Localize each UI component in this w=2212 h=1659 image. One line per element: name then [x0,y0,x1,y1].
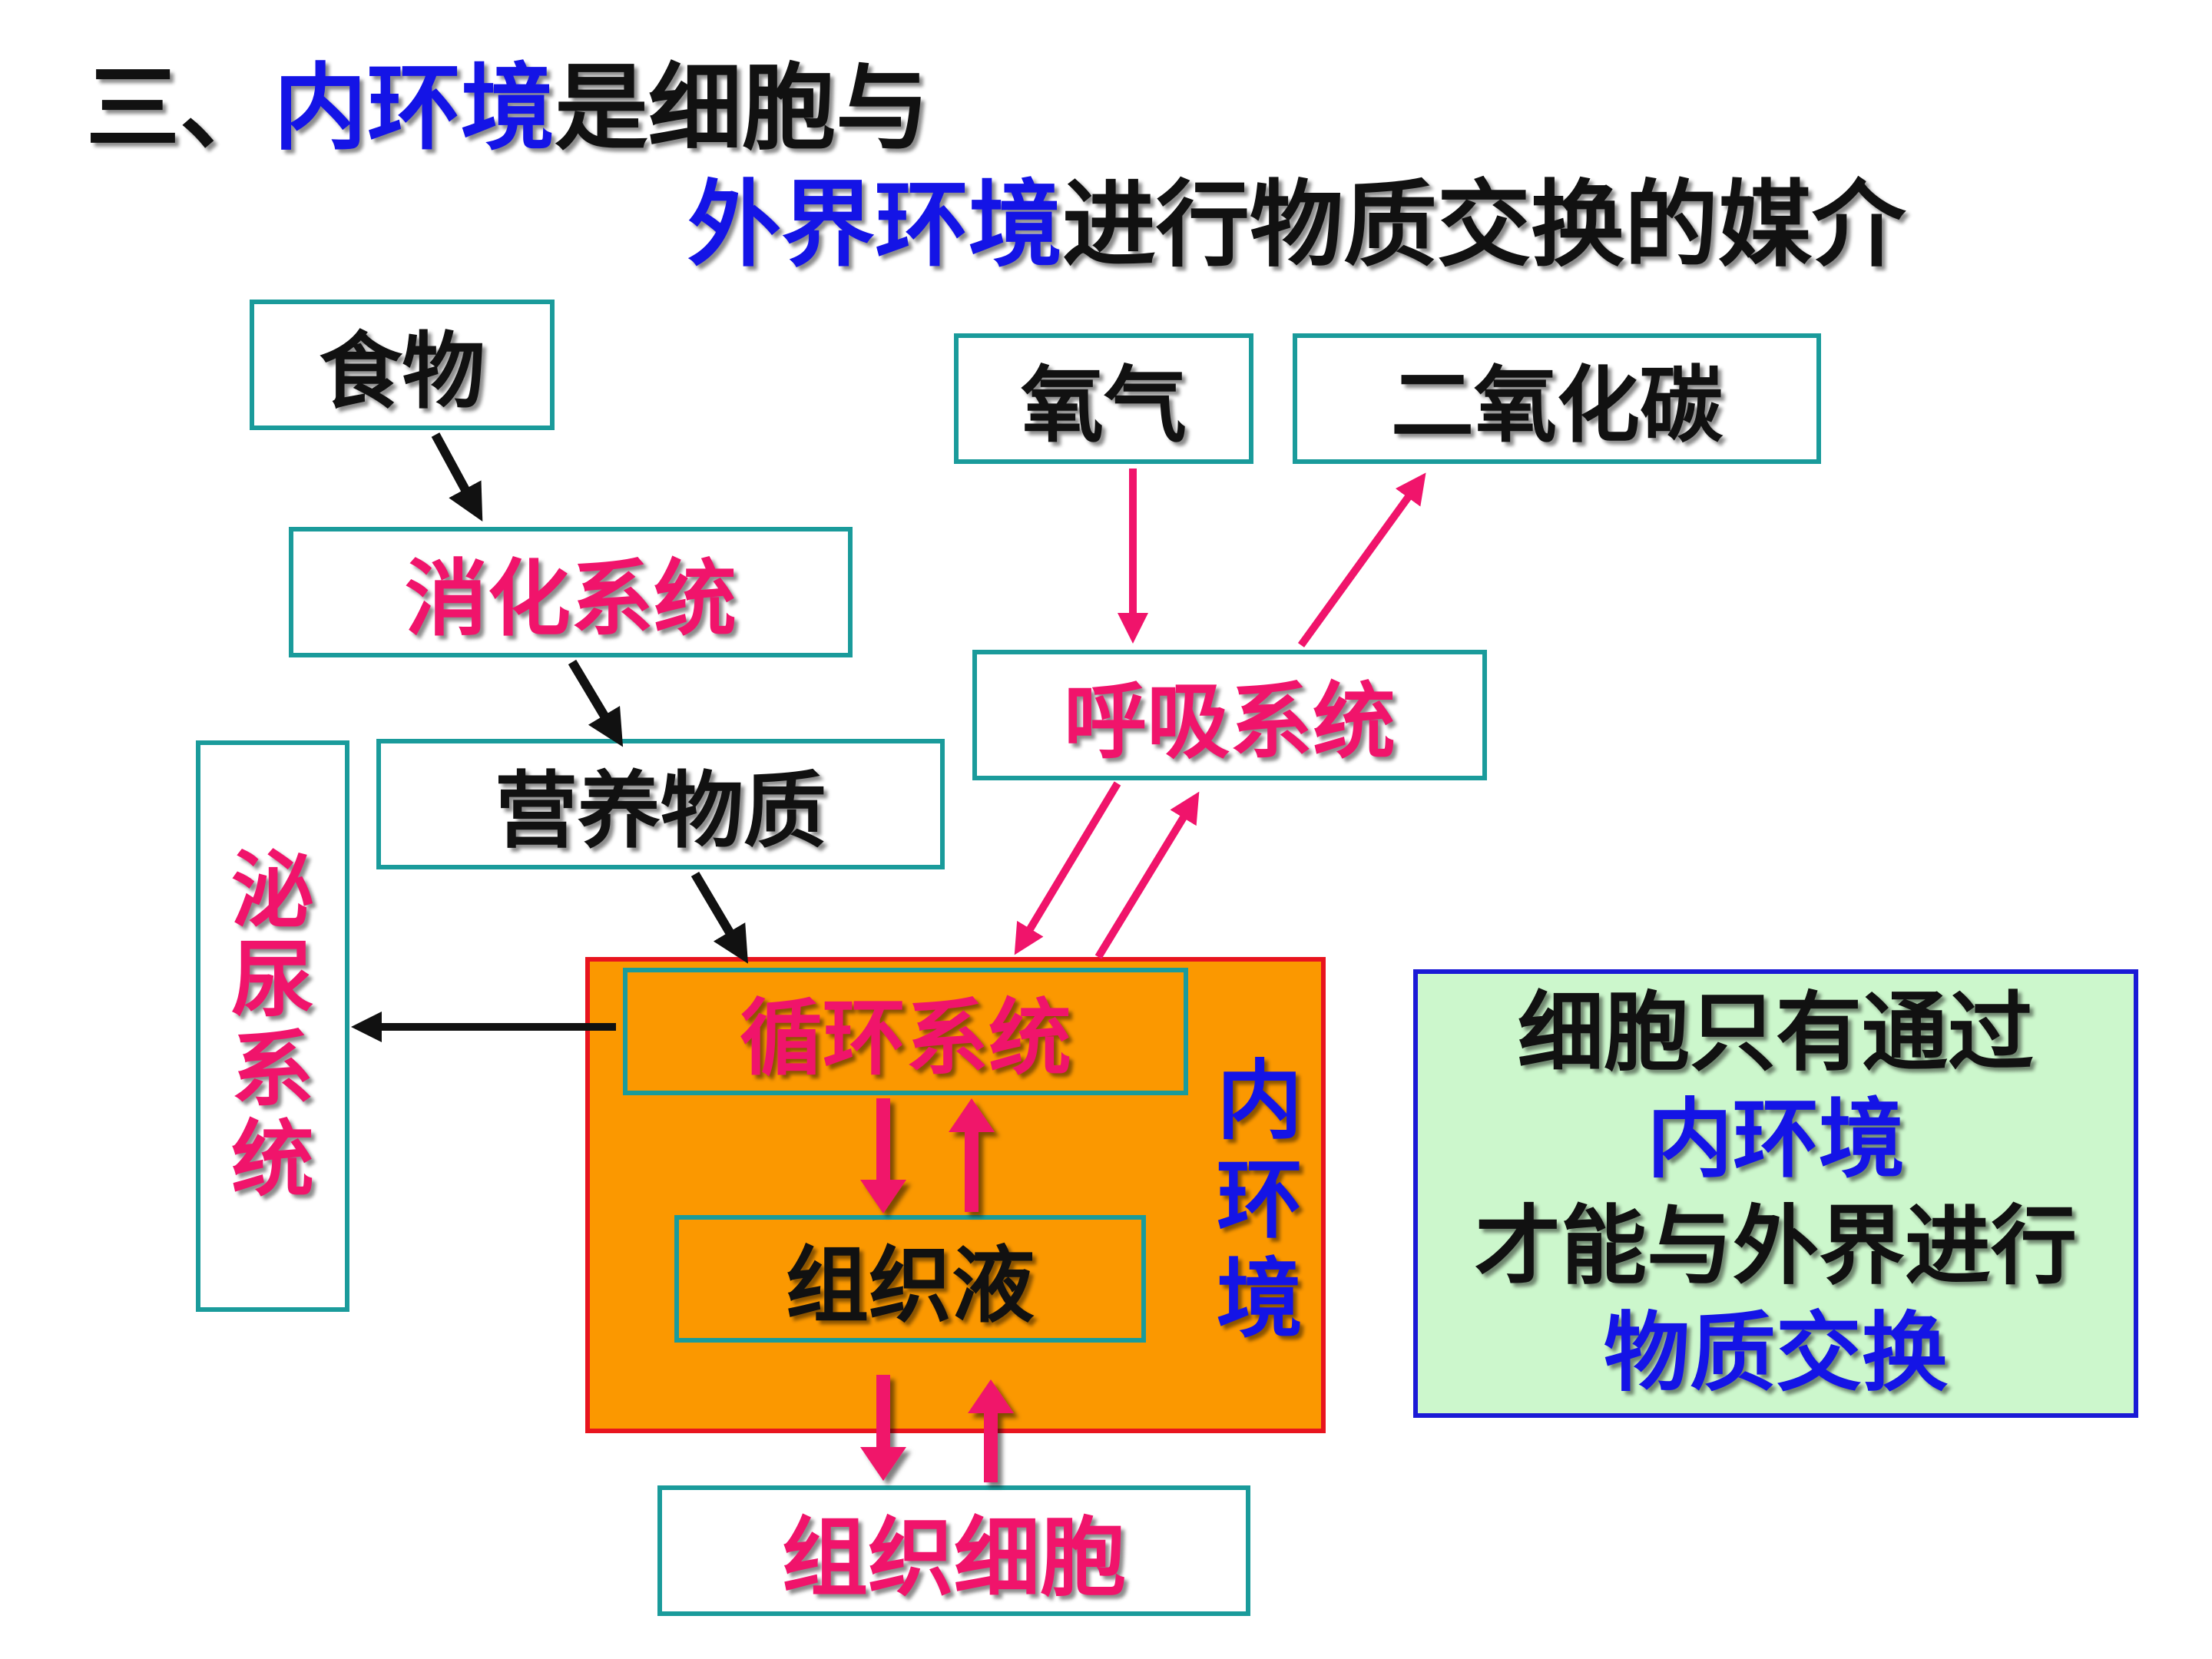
urinary-char-3: 系 [230,1022,314,1118]
food-label: 食物 [319,324,485,420]
respiratory-system-box: 呼吸系统 [972,650,1487,780]
nutrients-label: 营养物质 [494,763,826,859]
circulatory-system-box: 循环系统 [623,968,1188,1095]
oxygen-label: 氧气 [1020,358,1187,454]
arrow-respiratory-to-co2 [1297,472,1426,647]
arrow-nutrients-to-circulatory [690,871,749,964]
urinary-char-4: 统 [230,1111,314,1208]
arrow-food-to-digestive [431,432,483,522]
note-line-1: 细胞只有通过 [1518,983,2034,1084]
tissue-fluid-label: 组织液 [785,1238,1035,1334]
internal-env-char-2: 环 [1217,1150,1303,1250]
arrow-circulatory-to-tissue-fluid [860,1098,906,1214]
internal-env-char-3: 境 [1217,1249,1303,1349]
title-highlight-external-env: 外界环境 [687,171,1062,280]
internal-env-char-1: 内 [1217,1051,1303,1151]
urinary-char-2: 尿 [230,932,314,1029]
arrow-digestive-to-nutrients [568,659,624,747]
respiratory-system-label: 呼吸系统 [1063,674,1396,770]
oxygen-box: 氧气 [954,333,1253,464]
note-line-4: 物质交换 [1604,1303,1948,1403]
internal-environment-box [585,957,1326,1433]
carbon-dioxide-label: 二氧化碳 [1390,358,1723,454]
digestive-system-box: 消化系统 [289,527,853,657]
nutrients-box: 营养物质 [376,739,945,869]
tissue-cells-label: 组织细胞 [782,1508,1126,1608]
tissue-fluid-box: 组织液 [674,1215,1146,1343]
carbon-dioxide-box: 二氧化碳 [1293,333,1821,464]
summary-note-box: 细胞只有通过 内环境 才能与外界进行 物质交换 [1413,969,2138,1418]
urinary-system-box: 泌 尿 系 统 [196,740,349,1312]
title-rest-1: 是细胞与 [555,54,929,163]
internal-environment-label: 内 环 境 [1214,1052,1306,1349]
digestive-system-label: 消化系统 [404,551,737,647]
urinary-char-1: 泌 [230,843,314,939]
circulatory-system-label: 循环系统 [739,991,1071,1087]
arrow-cells-to-tissue-fluid [968,1379,1014,1482]
note-line-3: 才能与外界进行 [1475,1197,2077,1296]
arrow-circulatory-to-respiratory [1094,791,1200,959]
title-prefix: 三、 [86,54,273,163]
note-line-2: 内环境 [1647,1090,1905,1190]
arrow-tissue-fluid-to-circulatory [949,1098,995,1212]
title-rest-2: 进行物质交换的媒介 [1062,171,1906,280]
title-line-1: 三、内环境是细胞与 [86,61,929,155]
arrow-respiratory-to-circulatory [1014,781,1121,955]
arrow-tissue-fluid-to-cells [860,1375,906,1481]
title-highlight-internal-env: 内环境 [273,54,555,163]
tissue-cells-box: 组织细胞 [657,1485,1250,1616]
title-line-2: 外界环境进行物质交换的媒介 [687,178,1906,272]
food-box: 食物 [250,300,555,430]
